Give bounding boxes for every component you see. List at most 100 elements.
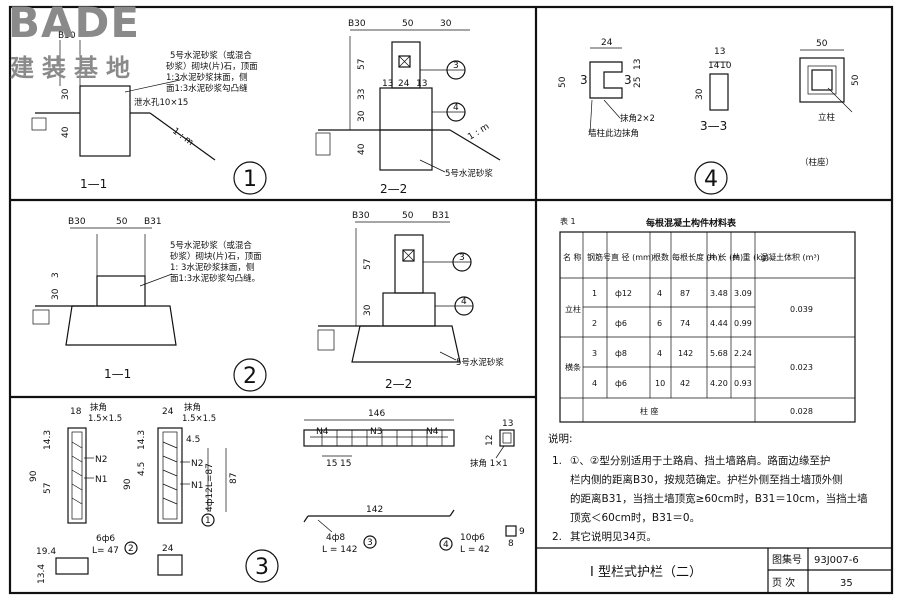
table-base-name: 柱 座 — [640, 406, 659, 416]
detail3-e-dim-9: 9 — [519, 527, 525, 537]
notes-title: 说明: — [548, 432, 573, 445]
detail4-section-a: 24 50 3 3 13 25 抹角2×2 墙柱此边抹角 — [558, 38, 655, 139]
title-block-atlas-no: 93J007-6 — [814, 555, 859, 566]
detail4-b-dim-30: 30 — [695, 88, 705, 100]
detail3-c-dim-19-4: 19.4 — [36, 547, 56, 557]
type2-note-line-4: 面1:3水泥砂浆勾凸缝。 — [170, 273, 260, 284]
table-r2-each: 74 — [680, 319, 690, 328]
table-r2-dia: ф6 — [615, 319, 627, 328]
title-block-title: I 型栏式护栏（二） — [590, 565, 702, 580]
type2-right-dim-b30: B30 — [352, 211, 370, 221]
table-header-diameter: 直 径 (mm) — [611, 252, 654, 262]
detail4-a-dim-13: 13 — [633, 59, 643, 70]
type2-left-dim-3: 3 — [51, 272, 61, 278]
detail3-beam: 146 N4 N3 N4 15 15 13 12 抹角 1×1 — [303, 409, 515, 469]
type2-right-dim-50: 50 — [402, 211, 414, 221]
detail3-column-b: 24 抹角 1.5×1.5 14.3 4.5 4.5 90 N2 N1 4ф12… — [123, 402, 239, 527]
type2-right-section-label: 2—2 — [385, 377, 412, 391]
title-block-page-no: 35 — [840, 578, 853, 589]
detail3-b-bar-1: 4ф12L=87 — [205, 463, 215, 512]
table-group-column: 立柱 — [565, 304, 581, 314]
note-1-number: 1. — [552, 455, 562, 467]
type2-left-section: B30 50 B31 30 3 5号水泥砂浆（或混合 砂浆）砌块(片)石，顶面 … — [32, 217, 262, 381]
note-1-line-3: 的距离B31，当挡土墙顶宽≥60cm时，B31＝10cm，当挡土墙 — [570, 492, 868, 505]
table-r2-total: 4.44 — [710, 319, 728, 328]
detail4-badge-number: 4 — [704, 167, 718, 192]
detail3-a-spec: 1.5×1.5 — [88, 414, 122, 424]
type2-callout-4: 4 — [461, 297, 467, 307]
table-header-total-length: 共 长 (m) — [708, 252, 743, 262]
detail3-b-dim-87: 87 — [229, 473, 239, 484]
type1-left-section-label: 1—1 — [80, 177, 107, 191]
detail3-e-dim-8: 8 — [508, 539, 514, 549]
type1-badge: 1 — [233, 161, 267, 195]
detail4-b-dim-13: 13 — [714, 47, 725, 57]
detail3-d-chamfer: 抹角 1×1 — [470, 458, 508, 469]
detail3-e-dim-142: 142 — [366, 505, 383, 515]
type1-right-dim-13a: 13 — [382, 79, 393, 89]
detail3-b-dim-90: 90 — [123, 478, 133, 490]
type1-right-section-label: 2—2 — [380, 182, 407, 196]
detail3-a-dim-57: 57 — [43, 483, 53, 494]
detail3-badge-number: 3 — [255, 555, 269, 580]
title-block: I 型栏式护栏（二） 图集号 93J007-6 页 次 35 — [536, 547, 892, 593]
detail4-b-dim-10: 10 — [720, 61, 732, 71]
detail4-a-cut-right: 3 — [624, 73, 632, 87]
table-r3-count: 4 — [657, 349, 662, 358]
detail3-badge: 3 — [245, 549, 279, 583]
detail3-b-spec: 1.5×1.5 — [182, 414, 216, 424]
table-r1-each: 87 — [680, 289, 690, 298]
note-2-number: 2. — [552, 531, 562, 543]
type1-callout-4: 4 — [453, 103, 459, 113]
table-r3-each: 142 — [678, 349, 693, 358]
type1-right-dim-30-top: 30 — [440, 19, 452, 29]
detail4-a-note: 墙柱此边抹角 — [588, 128, 639, 139]
type2-left-dim-b31: B31 — [144, 217, 162, 227]
table-volume-column: 0.039 — [790, 305, 813, 314]
detail4-section-b: 13 14 10 30 3—3 — [695, 47, 732, 133]
type2-mortar-label: 5号水泥砂浆 — [456, 357, 504, 368]
detail4-b-dim-14: 14 — [708, 61, 720, 71]
detail3-d-dim-15a: 15 — [326, 459, 337, 469]
detail3-bars: 142 4ф8 L = 142 3 10ф6 L = 42 4 9 8 — [303, 505, 525, 555]
type1-note-line-3: 1:3水泥砂浆抹面，侧 — [166, 72, 248, 83]
detail3-d-dim-12: 12 — [485, 435, 495, 446]
detail4-badge: 4 — [694, 161, 728, 195]
detail4-c-caption: （柱座） — [800, 157, 834, 168]
detail3-d-n4-right: N4 — [426, 427, 439, 437]
table-r4-dia: ф6 — [615, 379, 627, 388]
table-header-count: 根数 — [653, 252, 669, 262]
table-r4-no: 4 — [592, 379, 597, 388]
table-r1-total: 3.48 — [710, 289, 728, 298]
detail3-d-n4-left: N4 — [316, 427, 329, 437]
table-r1-dia: ф12 — [615, 289, 632, 298]
type1-badge-number: 1 — [243, 167, 257, 192]
type1-left-dim-40: 40 — [61, 126, 71, 138]
detail4-a-dim-25: 25 — [633, 77, 643, 88]
detail3-a-dim-18: 18 — [70, 407, 82, 417]
type2-right-dim-57: 57 — [363, 259, 373, 270]
detail3-a-chamfer: 抹角 — [90, 402, 107, 413]
detail3-e-circle-4: 4 — [443, 540, 449, 550]
table-base-volume: 0.028 — [790, 407, 813, 416]
note-1-line-2: 栏内侧的距离B30，按规范确定。护栏外侧至挡土墙顶外侧 — [570, 473, 843, 486]
type1-right-dim-24: 24 — [398, 79, 410, 89]
type2-right-dim-30: 30 — [363, 304, 373, 316]
detail3-a-dim-90: 90 — [29, 470, 39, 482]
table-title: 每根混凝土构件材料表 — [646, 217, 737, 229]
type2-note-line-1: 5号水泥砂浆（或混合 — [170, 240, 252, 251]
table-volume-beam: 0.023 — [790, 363, 813, 372]
note-2-line-1: 其它说明见34页。 — [570, 530, 657, 543]
detail4-a-dim-24: 24 — [601, 38, 613, 48]
table-r3-dia: ф8 — [615, 349, 627, 358]
type2-right-section: B30 50 B31 57 30 3 4 5号水泥砂浆 2—2 — [317, 211, 504, 391]
table-group-beam: 横条 — [565, 362, 581, 372]
table-r2-weight: 0.99 — [734, 319, 752, 328]
detail3-e-label-1: 4ф8 — [326, 533, 345, 543]
table-r1-weight: 3.09 — [734, 289, 752, 298]
table-r2-no: 2 — [592, 319, 597, 328]
type2-badge: 2 — [233, 358, 267, 392]
detail4-a-chamfer: 抹角2×2 — [620, 113, 655, 124]
table-r4-weight: 0.93 — [734, 379, 752, 388]
